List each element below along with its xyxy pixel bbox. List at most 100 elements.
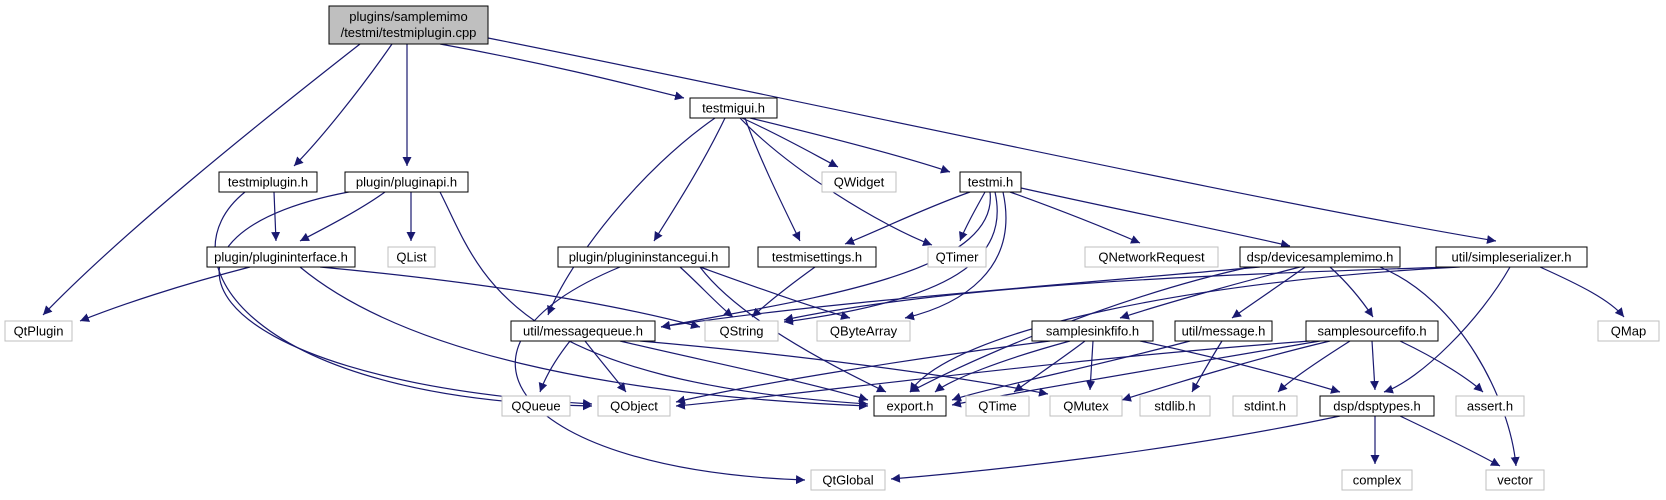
node-label: stdint.h xyxy=(1244,399,1286,414)
node-samplesourcefifo[interactable]: samplesourcefifo.h xyxy=(1305,320,1439,342)
node-plugininterface[interactable]: plugin/plugininterface.h xyxy=(206,246,356,268)
edge-plugininstancegui-to-qstring xyxy=(679,266,734,318)
node-plugininstancegui[interactable]: plugin/plugininstancegui.h xyxy=(557,246,730,268)
edge-plugininstancegui-to-export xyxy=(699,266,887,393)
edge-testmi-to-qtimer xyxy=(959,191,986,242)
node-box xyxy=(1084,246,1219,268)
node-box xyxy=(1305,320,1439,342)
node-box xyxy=(328,5,489,45)
node-pluginapi[interactable]: plugin/pluginapi.h xyxy=(344,171,469,193)
node-label: dsp/devicesamplemimo.h xyxy=(1247,250,1394,265)
edge-devicesamplemimo-to-vector xyxy=(1379,266,1520,467)
node-label: QWidget xyxy=(834,175,885,190)
edge-devicesamplemimo-to-messagequeue xyxy=(660,266,1261,331)
node-dsptypes[interactable]: dsp/dsptypes.h xyxy=(1319,395,1435,417)
node-label: assert.h xyxy=(1467,399,1513,414)
node-root[interactable]: plugins/samplemimo/testmi/testmiplugin.c… xyxy=(328,5,489,45)
edge-testmi-to-qbytearray xyxy=(904,191,1007,321)
node-stdlib: stdlib.h xyxy=(1139,395,1211,417)
node-label: QtGlobal xyxy=(822,473,873,488)
node-box xyxy=(1319,395,1435,417)
node-qnetworkrequest: QNetworkRequest xyxy=(1084,246,1219,268)
node-samplesinkfifo[interactable]: samplesinkfifo.h xyxy=(1031,320,1154,342)
node-label: testmi.h xyxy=(968,175,1014,190)
node-box xyxy=(206,246,356,268)
node-qqueue: QQueue xyxy=(501,395,571,417)
node-box xyxy=(1031,320,1154,342)
node-label: testmisettings.h xyxy=(772,250,862,265)
node-simpleserializer[interactable]: util/simpleserializer.h xyxy=(1435,246,1588,268)
node-qtplugin: QtPlugin xyxy=(4,320,73,342)
node-box xyxy=(557,246,730,268)
edge-devicesamplemimo-to-samplesinkfifo xyxy=(1119,266,1301,320)
node-label: QMap xyxy=(1611,324,1646,339)
node-box xyxy=(689,97,778,119)
node-messagequeue[interactable]: util/messagequeue.h xyxy=(510,320,656,342)
edge-messagequeue-to-qqueue xyxy=(538,340,571,393)
node-box xyxy=(387,246,436,268)
node-assert: assert.h xyxy=(1455,395,1525,417)
edge-samplesourcefifo-to-dsptypes xyxy=(1369,340,1379,391)
edge-samplesinkfifo-to-dsptypes xyxy=(1139,340,1341,394)
file-nodes: plugins/samplemimo/testmi/testmiplugin.c… xyxy=(4,5,1660,491)
edge-simpleserializer-to-qmap xyxy=(1539,266,1625,318)
node-testmisettings[interactable]: testmisettings.h xyxy=(757,246,877,268)
node-devicesamplemimo[interactable]: dsp/devicesamplemimo.h xyxy=(1239,246,1401,268)
edge-dsptypes-to-vector xyxy=(1399,415,1501,467)
edge-testmigui-to-testmi xyxy=(749,117,951,174)
node-testmiplugin[interactable]: testmiplugin.h xyxy=(218,171,318,193)
edge-samplesourcefifo-to-qmutex xyxy=(1121,340,1331,402)
node-box xyxy=(1049,395,1123,417)
node-box xyxy=(1139,395,1211,417)
edge-pluginapi-to-export xyxy=(439,191,869,408)
node-testmigui[interactable]: testmigui.h xyxy=(689,97,778,119)
node-box xyxy=(1239,246,1401,268)
node-label: QNetworkRequest xyxy=(1098,250,1205,265)
node-box xyxy=(873,395,947,417)
node-box xyxy=(816,320,911,342)
node-box xyxy=(810,469,886,491)
node-label: plugin/plugininstancegui.h xyxy=(569,250,719,265)
node-box xyxy=(965,395,1030,417)
node-box xyxy=(1455,395,1525,417)
node-box xyxy=(1485,469,1545,491)
node-message[interactable]: util/message.h xyxy=(1174,320,1273,342)
node-label: util/messagequeue.h xyxy=(523,324,643,339)
node-testmi[interactable]: testmi.h xyxy=(959,171,1022,193)
node-label: util/message.h xyxy=(1182,324,1266,339)
node-export[interactable]: export.h xyxy=(873,395,947,417)
node-box xyxy=(704,320,779,342)
node-label: vector xyxy=(1497,473,1533,488)
edge-simpleserializer-to-qstring xyxy=(783,266,1451,323)
node-qwidget: QWidget xyxy=(821,171,897,193)
node-box xyxy=(597,395,671,417)
edge-testmigui-to-testmisettings xyxy=(744,117,801,242)
node-label: QQueue xyxy=(511,399,560,414)
node-complex: complex xyxy=(1341,469,1413,491)
node-qtimer: QTimer xyxy=(927,246,987,268)
edge-plugininterface-to-qstring xyxy=(319,266,701,330)
node-label: QByteArray xyxy=(830,324,898,339)
node-vector: vector xyxy=(1485,469,1545,491)
node-box xyxy=(218,171,318,193)
node-stdint: stdint.h xyxy=(1232,395,1298,417)
edge-testmigui-to-messagequeue xyxy=(547,117,716,316)
edge-samplesourcefifo-to-stdint xyxy=(1277,340,1351,393)
edge-pluginapi-to-qobject xyxy=(218,189,593,408)
node-label: QList xyxy=(396,250,427,265)
edge-plugininstancegui-to-qbytearray xyxy=(699,266,851,320)
node-box xyxy=(1232,395,1298,417)
node-qbytearray: QByteArray xyxy=(816,320,911,342)
node-qmap: QMap xyxy=(1597,320,1660,342)
node-label: plugins/samplemimo/testmi/testmiplugin.c… xyxy=(341,9,477,40)
edge-messagequeue-to-qobject xyxy=(584,340,627,393)
node-label: QTime xyxy=(978,399,1017,414)
node-qtglobal: QtGlobal xyxy=(810,469,886,491)
node-box xyxy=(4,320,73,342)
edge-plugininterface-to-qtplugin xyxy=(79,266,251,322)
node-qlist: QList xyxy=(387,246,436,268)
edge-root-to-testmiplugin xyxy=(293,43,393,167)
node-box xyxy=(1597,320,1660,342)
node-box xyxy=(1435,246,1588,268)
